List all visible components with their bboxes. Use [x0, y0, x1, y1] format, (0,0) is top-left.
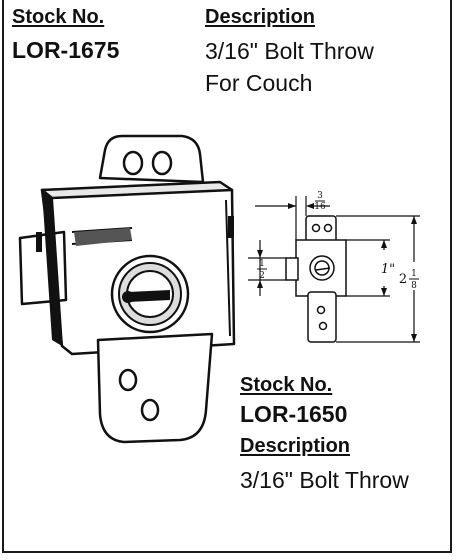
mounting-hole: [122, 150, 144, 176]
bottom-stock-heading: Stock No.: [240, 374, 333, 396]
top-description-heading: Description: [205, 6, 316, 28]
dimension-drawing: [285, 215, 347, 343]
dim-overall-den: 8: [411, 281, 417, 291]
dim-body-height: 1": [381, 262, 395, 277]
top-stock-number: LOR-1675: [12, 37, 120, 63]
product-frame: [2, 0, 452, 553]
dim-top-offset-den: 16: [314, 202, 326, 212]
key-cylinder: [110, 254, 190, 334]
top-mounting-plate: [98, 134, 205, 184]
dim-bolt-height-den: 2: [259, 271, 265, 281]
dim-bolt-height-num: 1: [259, 259, 265, 269]
dim-overall-num: 1: [411, 269, 417, 279]
mounting-hole: [140, 398, 160, 422]
bottom-stock-number: LOR-1650: [240, 401, 348, 427]
top-stock-heading: Stock No.: [12, 6, 105, 28]
mounting-hole: [151, 150, 173, 176]
top-description-line-2: For Couch: [205, 70, 313, 96]
dim-overall-whole: 2: [399, 272, 407, 287]
bottom-description-heading: Description: [240, 435, 351, 457]
bottom-mounting-plate: [96, 332, 214, 444]
dim-top-offset-num: 3: [317, 191, 323, 201]
bottom-description-line: 3/16" Bolt Throw: [240, 467, 409, 493]
mounting-hole: [118, 368, 138, 392]
top-description-line-1: 3/16" Bolt Throw: [205, 38, 374, 64]
